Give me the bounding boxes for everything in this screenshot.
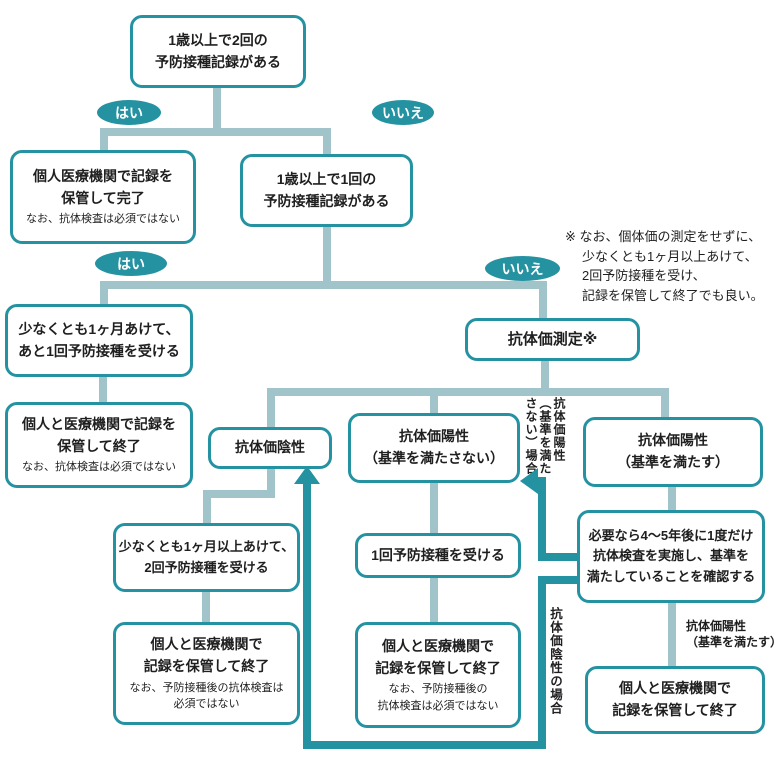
connector-split3-right [661,392,669,420]
feedback-negative-bottom [303,741,546,749]
node-text: 1歳以上で1回の 予防接種記録がある [263,170,390,209]
edge-label-positive-not-met-case: 抗体価陽性 （基準を満た さない）場合 [524,397,566,475]
feedback-negative-stub [544,576,578,584]
node-text: 抗体価陽性 （基準を満たす） [617,432,729,470]
node-text: 個人と医療機関で記録を 保管して終了 [22,416,176,454]
node-text: 1回予防接種を受ける [371,546,505,563]
connector-split3-mid [430,392,438,416]
connector-met-chain1 [668,485,676,513]
feedback-notmet-arrow [520,468,538,494]
connector-negcol-chain [202,590,210,625]
branch-label-text: いいえ [501,260,544,277]
feedback-negative-vertical-right [538,576,546,749]
connector-split2-left [100,285,108,307]
node-text: 個人と医療機関で 記録を保管して終了 [375,637,501,676]
feedback-notmet-stub [544,553,578,561]
connector-split1-right [323,132,331,157]
node-antibody-test: 抗体価測定※ [465,318,640,361]
node-text: 抗体価陰性 [235,439,305,456]
connector-met-chain2 [668,601,676,666]
connector-split2-right [539,285,547,321]
node-two-dose-after-month: 少なくとも1ヶ月以上あけて、 2回予防接種を受ける [113,523,300,592]
footnote: ※ なお、個体価の測定をせずに、 少なくとも1ヶ月以上あけて、 2回予防接種を受… [565,229,764,303]
connector-split2-bar [100,281,547,289]
node-positive-met: 抗体価陽性 （基準を満たす） [583,417,763,487]
node-text: 個人と医療機関で 記録を保管して終了 [612,680,738,718]
branch-label-text: いいえ [382,104,424,121]
node-text: 個人と医療機関で 記録を保管して終了 [143,636,270,674]
connector-split3-neg [267,392,275,430]
node-keep-record-end-left: 個人と医療機関で記録を 保管して終了 なお、抗体検査は必須ではない [5,402,193,488]
node-note: なお、抗体検査は必須ではない [22,461,176,474]
connector-top-trunk [213,85,221,130]
feedback-negative-arrow [294,466,320,484]
node-note: なお、予防接種後の抗体検査は 必須ではない [129,681,284,711]
node-one-more-dose: 少なくとも1ヶ月あけて、 あと1回予防接種を受ける [5,304,193,377]
node-text: 個人医療機関で記録を 保管して完了 [33,168,173,206]
node-text: 抗体価測定※ [507,330,598,348]
branch-label-yes-1: はい [97,100,161,125]
branch-label-text: はい [115,104,143,121]
branch-label-no-2: いいえ [485,256,560,281]
connector-split1-bar [100,128,331,136]
node-keep-record-done: 個人医療機関で記録を 保管して完了 なお、抗体検査は必須ではない [10,150,196,244]
node-negative: 抗体価陰性 [208,427,332,469]
node-text: 必要なら4～5年後に1度だけ 抗体検査を実施し、基準を 満たしていることを確認す… [586,528,756,584]
connector-left-chain [99,376,107,405]
edge-label-negative-case: 抗体価陰性の場合 [548,607,562,715]
connector-neg-step-h [203,490,275,498]
feedback-negative-vertical-left [303,482,311,749]
node-positive-not-met: 抗体価陽性 （基準を満たさない） [348,413,520,483]
connector-neg-step-v1 [267,466,275,498]
connector-neg-step-v2 [203,494,211,526]
node-note: なお、抗体検査は必須ではない [26,213,180,226]
branch-label-text: はい [117,255,145,272]
connector-mid-chain1 [430,481,438,536]
connector-mid-chain2 [430,576,438,625]
feedback-notmet-vertical [538,477,546,561]
connector-onedose-trunk [323,225,331,283]
edge-label-positive-met-result: 抗体価陽性 （基準を満たす） [686,619,780,649]
connector-split3-bar [267,388,669,396]
node-keep-record-end-right: 個人と医療機関で 記録を保管して終了 [585,666,765,734]
node-text: 少なくとも1ヶ月あけて、 あと1回予防接種を受ける [18,320,180,359]
node-note: なお、予防接種後の 抗体検査は必須ではない [377,683,499,712]
node-single-dose: 1回予防接種を受ける [355,533,521,578]
node-two-dose-record: 1歳以上で2回の 予防接種記録がある [130,15,306,88]
branch-label-no-1: いいえ [372,100,434,125]
node-text: 1歳以上で2回の 予防接種記録がある [155,31,281,70]
node-keep-record-end-neg: 個人と医療機関で 記録を保管して終了 なお、予防接種後の抗体検査は 必須ではない [113,622,300,725]
node-one-dose-record: 1歳以上で1回の 予防接種記録がある [240,154,413,227]
node-text: 抗体価陽性 （基準を満たさない） [364,428,504,466]
connector-split1-left [100,132,108,153]
node-text: 少なくとも1ヶ月以上あけて、 2回予防接種を受ける [118,539,295,575]
branch-label-yes-2: はい [95,251,167,276]
node-keep-record-end-mid: 個人と医療機関で 記録を保管して終了 なお、予防接種後の 抗体検査は必須ではない [355,622,521,728]
connector-test-trunk [541,358,549,391]
node-recheck-4-5-years: 必要なら4～5年後に1度だけ 抗体検査を実施し、基準を 満たしていることを確認す… [577,510,765,603]
